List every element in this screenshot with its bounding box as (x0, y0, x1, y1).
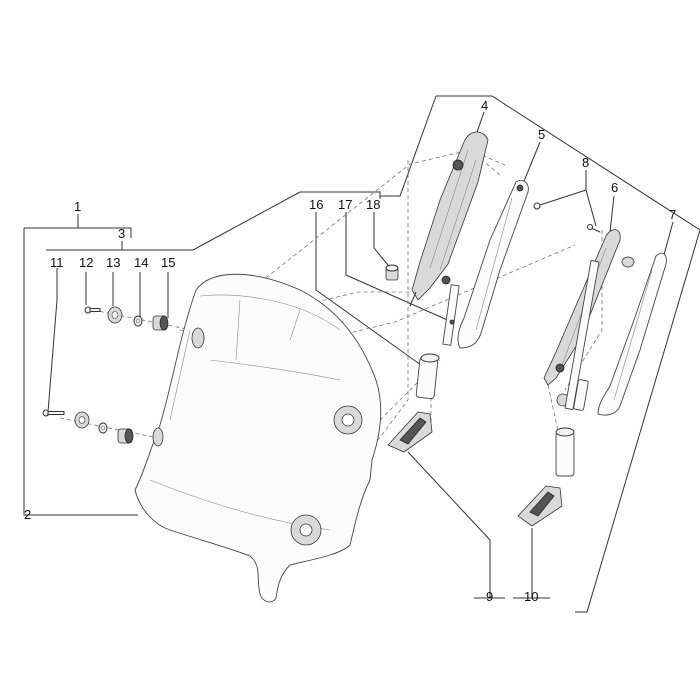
callout-14: 14 (134, 255, 148, 270)
small-washer-lower (98, 422, 108, 434)
callout-1: 1 (74, 199, 81, 214)
windshield-part-2 (134, 273, 382, 603)
cover-part-7 (597, 252, 667, 416)
leader-frame-4 (380, 95, 437, 197)
washer-part-14 (133, 315, 143, 327)
leader-18 (373, 212, 393, 271)
callout-8: 8 (582, 155, 589, 170)
callout-5: 5 (538, 127, 545, 142)
cover-5-body (457, 180, 529, 349)
cover-part-5 (457, 180, 529, 349)
leader-9 (407, 451, 505, 599)
cover-7-body (597, 252, 667, 416)
callout-9: 9 (486, 589, 493, 604)
callout-18: 18 (366, 197, 380, 212)
callout-11: 11 (50, 255, 64, 270)
tube-part-16 (415, 353, 440, 399)
tube-right (555, 427, 575, 477)
windshield-outline (134, 273, 382, 603)
callout-13: 13 (106, 255, 120, 270)
callout-6: 6 (611, 180, 618, 195)
grommet-part-15 (152, 315, 169, 331)
leader-17 (345, 212, 453, 323)
bracket-6-body (543, 229, 621, 386)
screw-part-12 (84, 306, 101, 314)
leader-11-down (47, 268, 58, 413)
leader-group-3 (46, 241, 193, 251)
callout-3: 3 (118, 226, 125, 241)
rod-part-17 (442, 284, 460, 346)
base-part-10 (517, 485, 563, 527)
bushing-part-18 (385, 264, 399, 281)
base-part-9 (387, 411, 433, 453)
washer-lower (74, 411, 90, 429)
leader-8 (539, 170, 597, 227)
leader-4 (475, 111, 485, 136)
leader-group-1 (23, 214, 132, 516)
callout-7: 7 (669, 207, 676, 222)
leader-10 (513, 528, 550, 599)
callout-15: 15 (161, 255, 175, 270)
rod-right (564, 256, 635, 411)
callout-4: 4 (481, 98, 488, 113)
bracket-4-body (411, 131, 489, 301)
bracket-part-6 (543, 229, 621, 386)
grommet-lower (117, 428, 134, 444)
callout-10: 10 (524, 589, 538, 604)
callout-2: 2 (24, 507, 31, 522)
callout-17: 17 (338, 197, 352, 212)
hardware-lower-row (42, 409, 134, 444)
callout-labels: 1 2 3 4 5 6 7 8 9 10 11 12 13 14 15 16 1… (24, 98, 676, 604)
bracket-part-4 (409, 131, 489, 307)
screw-part-8 (533, 202, 601, 233)
callout-16: 16 (309, 197, 323, 212)
screw-part-11 (42, 409, 65, 417)
leader-frame-right (436, 95, 700, 613)
washer-part-13 (107, 306, 123, 324)
leader-5 (521, 141, 541, 187)
leader-6 (609, 195, 615, 233)
callout-12: 12 (79, 255, 93, 270)
hardware-upper-row (84, 306, 169, 331)
